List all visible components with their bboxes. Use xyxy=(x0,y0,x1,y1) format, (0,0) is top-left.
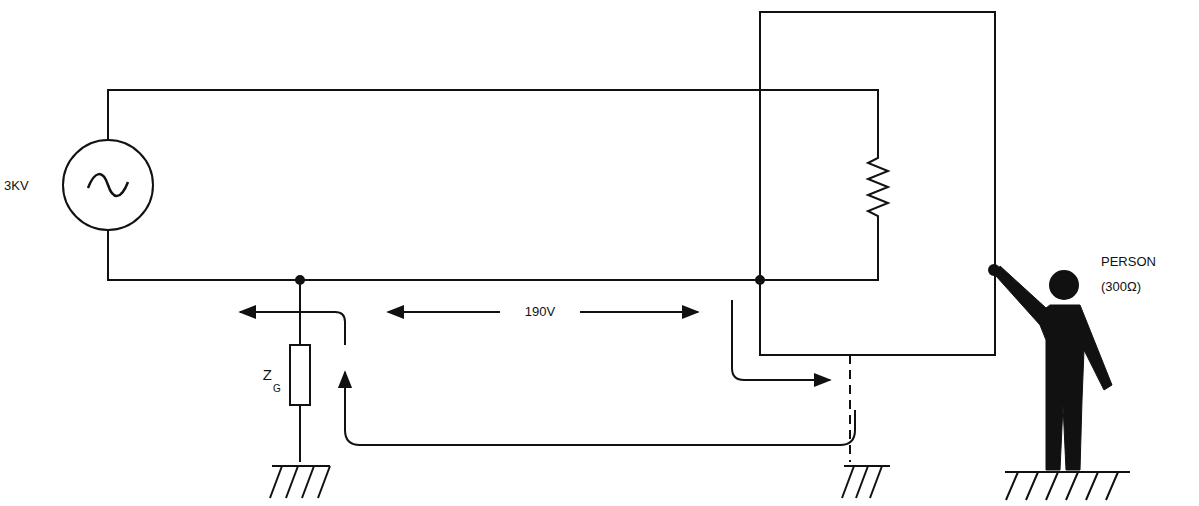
impedance-subscript: G xyxy=(273,383,281,394)
dimension-arrow xyxy=(580,311,698,313)
sine-symbol xyxy=(88,174,128,196)
equipment-enclosure xyxy=(760,12,995,355)
body-resistance: (300Ω) xyxy=(1101,280,1141,294)
person-label: PERSON xyxy=(1101,255,1156,269)
current-arrow xyxy=(240,312,345,345)
ground-symbol xyxy=(1005,472,1130,500)
ground-symbol xyxy=(842,466,890,498)
current-arrow xyxy=(345,372,855,445)
resistor-symbol xyxy=(868,150,888,222)
impedance-label: Z xyxy=(263,367,272,384)
voltage-drop: 190V xyxy=(521,305,559,319)
dimension-arrow xyxy=(388,311,500,313)
current-arrow xyxy=(732,300,830,380)
person-figure xyxy=(996,266,1112,470)
source-voltage: 3KV xyxy=(4,179,29,193)
supply-wire xyxy=(108,90,878,150)
impedance-symbol xyxy=(290,345,310,405)
ground-symbol xyxy=(270,466,330,498)
ground-wire xyxy=(299,280,301,462)
ac-source-symbol xyxy=(63,140,153,230)
return-wire xyxy=(108,222,878,280)
junction-dot xyxy=(756,276,764,284)
enclosure-ground-wire xyxy=(849,355,851,462)
